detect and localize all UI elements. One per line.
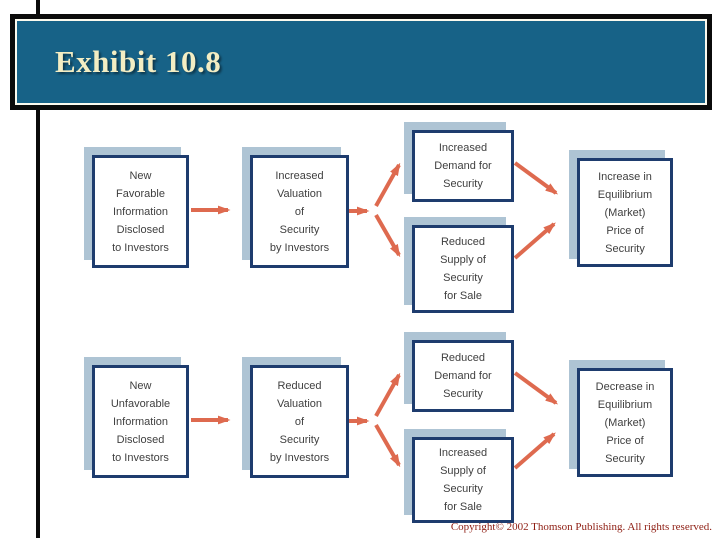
arrow-unfavorable-split-down-icon [374,424,401,468]
flow-box-reduced-demand: Reduced Demand for Security [412,340,514,412]
flow-box-label: Increased Valuation of Security by Inves… [269,169,330,254]
flow-box-label: Decrease in Equilibrium (Market) Price o… [595,380,655,465]
flow-box-label: Reduced Supply of Security for Sale [440,236,486,302]
arrow-demand-to-price-icon [513,161,559,195]
copyright-notice: Copyright© 2002 Thomson Publishing. All … [450,521,712,533]
flow-box-reduced-valuation: Reduced Valuation of Security by Investo… [250,365,349,478]
arrow-favorable-split-down-icon [374,214,401,258]
flow-box-label: New Favorable Information Disclosed to I… [112,169,169,254]
title-banner-fill: Exhibit 10.8 [15,19,707,105]
flow-box-label: Increase in Equilibrium (Market) Price o… [597,170,653,255]
flow-box-label: Reduced Valuation of Security by Investo… [269,379,330,464]
arrow-increased-supply-to-price-icon [513,432,556,470]
flow-box-reduced-supply: Reduced Supply of Security for Sale [412,225,514,313]
flow-box-increased-demand: Increased Demand for Security [412,130,514,202]
left-margin-line [36,0,40,538]
flow-box-decrease-equilibrium: Decrease in Equilibrium (Market) Price o… [577,368,673,477]
arrow-favorable-split-up-icon [374,162,401,207]
flow-box-label: New Unfavorable Information Disclosed to… [110,379,171,464]
flow-box-increased-valuation: Increased Valuation of Security by Inves… [250,155,349,268]
title-banner: Exhibit 10.8 [10,14,712,110]
slide-title: Exhibit 10.8 [55,44,222,79]
arrow-supply-to-price-icon [513,222,556,260]
flow-box-increase-equilibrium: Increase in Equilibrium (Market) Price o… [577,158,673,267]
flow-box-label: Increased Supply of Security for Sale [438,447,488,513]
arrow-reduced-demand-to-price-icon [513,371,559,405]
flow-box-label: Increased Demand for Security [434,142,492,190]
flow-box-increased-supply: Increased Supply of Security for Sale [412,437,514,523]
arrow-unfavorable-split-up-icon [374,372,401,417]
flow-box-new-unfavorable: New Unfavorable Information Disclosed to… [92,365,189,478]
flow-box-new-favorable: New Favorable Information Disclosed to I… [92,155,189,268]
flow-box-label: Reduced Demand for Security [434,352,492,400]
